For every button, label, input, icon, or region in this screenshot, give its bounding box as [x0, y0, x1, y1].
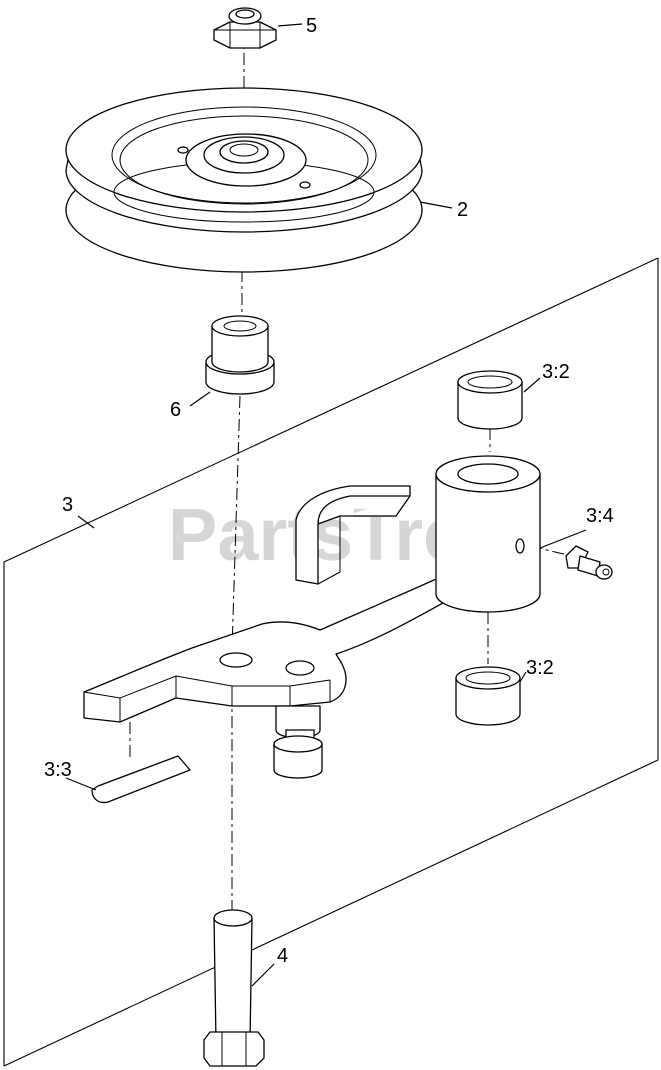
callout-nut: 5: [306, 15, 317, 37]
callout-decal: 3:3: [44, 759, 72, 781]
callout-pulley: 2: [457, 199, 468, 221]
callout-labels: 5 2 6 3 3:2 3:4 3:2 3:3 4: [44, 15, 614, 967]
bushing-part: [205, 315, 275, 395]
callout-grease-fitting: 3:4: [586, 505, 614, 527]
leader-lines: [65, 23, 587, 987]
flange-nut-part: [213, 7, 277, 49]
callout-idler-arm-assembly: 3: [62, 494, 73, 516]
decal-part: [91, 755, 191, 804]
pulley-part: [65, 87, 423, 273]
grease-fitting-part: [565, 545, 613, 580]
callout-bolt: 4: [277, 945, 288, 967]
idler-arm-part: [83, 455, 541, 779]
upper-bushing-part: [457, 370, 523, 430]
callout-bushing: 6: [170, 399, 181, 421]
lower-bushing-part: [455, 666, 521, 726]
callout-bushing-top: 3:2: [542, 361, 570, 383]
assembly-plate: [3, 257, 659, 1067]
callout-bushing-bottom: 3:2: [526, 657, 554, 679]
bolt-part: [203, 909, 265, 1067]
